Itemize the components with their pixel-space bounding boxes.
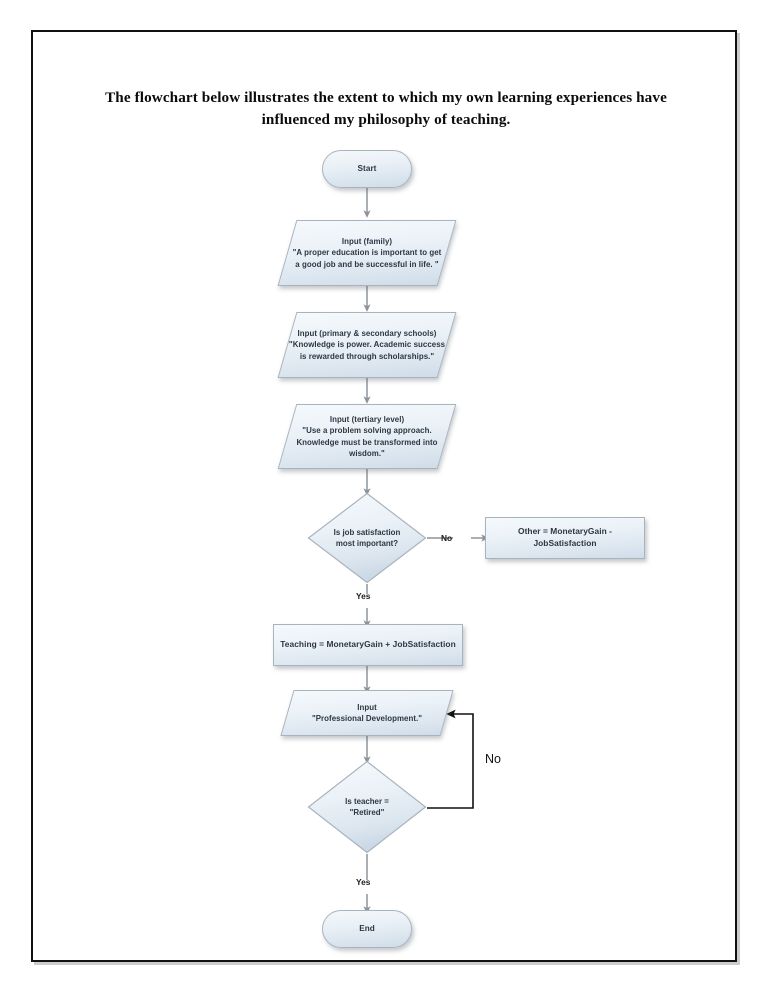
node-decision-teacher-retired-line1: Is teacher = <box>345 796 389 806</box>
node-decision-teacher-retired-shape <box>307 760 427 854</box>
node-decision-job-satisfaction-text: Is job satisfaction most important? <box>307 492 427 584</box>
edge-label-decision-retired-yes: Yes <box>356 877 371 887</box>
node-end-label: End <box>359 924 375 934</box>
node-input-family-line2: "A proper education is important to get <box>292 248 442 258</box>
node-decision-job-satisfaction-line2: most important? <box>335 539 399 548</box>
node-input-tertiary-line1: Input (tertiary level) <box>329 414 405 424</box>
node-input-professional-development-line2: "Professional Development." <box>311 714 423 723</box>
node-input-primary-secondary-line3: is rewarded through scholarships." <box>299 351 435 361</box>
node-decision-teacher-retired[interactable]: Is teacher = "Retired" <box>307 760 427 854</box>
node-input-tertiary[interactable]: Input (tertiary level) "Use a problem so… <box>277 404 457 469</box>
node-input-tertiary-line3: Knowledge must be transformed into <box>296 437 438 447</box>
node-input-tertiary-line4: wisdom." <box>349 448 385 458</box>
node-input-primary-secondary-line2: "Knowledge is power. Academic success <box>288 340 446 350</box>
node-teaching-formula[interactable]: Teaching = MonetaryGain + JobSatisfactio… <box>273 624 463 666</box>
node-input-professional-development-line1: Input <box>357 702 377 712</box>
node-start-label: Start <box>357 164 377 174</box>
node-input-family-line1: Input (family) <box>341 236 393 246</box>
document-page: The flowchart below illustrates the exte… <box>31 30 737 962</box>
edge-label-decision-job-yes: Yes <box>356 591 371 601</box>
node-decision-job-satisfaction[interactable]: Is job satisfaction most important? <box>307 492 427 584</box>
node-other-formula-label: Other = MonetaryGain - JobSatisfaction <box>518 526 612 548</box>
flowchart-canvas: Start Input (family) "A proper education… <box>33 32 739 964</box>
node-input-primary-secondary-line1: Input (primary & secondary schools) <box>297 328 437 338</box>
node-other-formula[interactable]: Other = MonetaryGain - JobSatisfaction <box>485 517 645 559</box>
node-decision-job-satisfaction-shape <box>307 492 427 584</box>
node-input-tertiary-line2: "Use a problem solving approach. <box>302 426 432 436</box>
node-input-family-text: Input (family) "A proper education is im… <box>287 220 447 286</box>
edge-label-decision-job-no: No <box>441 533 453 543</box>
node-decision-teacher-retired-text: Is teacher = "Retired" <box>307 760 427 854</box>
node-input-tertiary-text: Input (tertiary level) "Use a problem so… <box>287 404 447 469</box>
node-input-professional-development[interactable]: Input "Professional Development." <box>280 690 454 736</box>
node-input-family[interactable]: Input (family) "A proper education is im… <box>277 220 457 286</box>
node-teaching-formula-label: Teaching = MonetaryGain + JobSatisfactio… <box>280 639 456 650</box>
node-end[interactable]: End <box>322 910 412 948</box>
page-title: The flowchart below illustrates the exte… <box>105 89 667 129</box>
node-decision-teacher-retired-line2: "Retired" <box>349 808 385 817</box>
node-input-professional-development-text: Input "Professional Development." <box>287 690 447 736</box>
node-input-primary-secondary[interactable]: Input (primary & secondary schools) "Kno… <box>277 312 457 378</box>
node-input-family-line3: a good job and be successful in life. " <box>295 259 439 269</box>
node-decision-job-satisfaction-line1: Is job satisfaction <box>333 527 401 537</box>
node-start[interactable]: Start <box>322 150 412 188</box>
node-input-primary-secondary-text: Input (primary & secondary schools) "Kno… <box>287 312 447 378</box>
edge-label-decision-retired-no: No <box>485 752 501 766</box>
